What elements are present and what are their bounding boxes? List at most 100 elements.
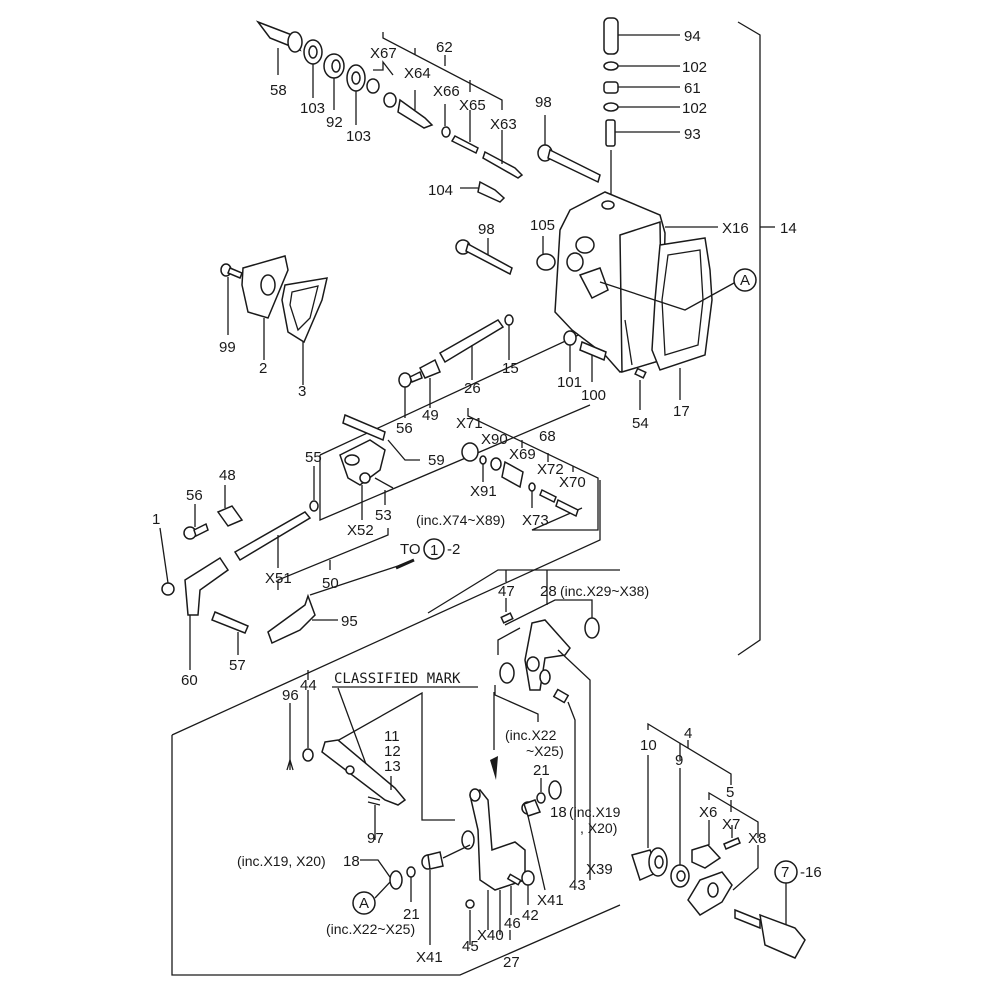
label-2: 2 (259, 360, 267, 377)
classified-mark-heading: CLASSIFIED MARK (334, 671, 461, 687)
part-59-spring (342, 413, 420, 461)
note-inc-x22-lower: (inc.X22~X25) (326, 921, 415, 937)
label-46: 46 (504, 915, 521, 932)
label-105: 105 (530, 217, 555, 234)
label-x6: X6 (699, 804, 717, 821)
part-53-pin (374, 477, 394, 505)
label-42: 42 (522, 907, 539, 924)
group-68-bracket (461, 408, 599, 531)
label-62: 62 (436, 39, 453, 56)
part-x41-bushing-upper (521, 799, 546, 891)
part-56-bolt-b (183, 504, 209, 540)
label-55: 55 (305, 449, 322, 466)
label-56: 56 (396, 420, 413, 437)
circle-a-label: A (740, 272, 750, 289)
label-x52: X52 (347, 522, 374, 539)
part-48-plate (216, 485, 244, 527)
group-4-bracket (647, 722, 759, 838)
label-53: 53 (375, 507, 392, 524)
part-103-washer-b (346, 64, 366, 125)
label-x7: X7 (722, 816, 740, 833)
label-100: 100 (581, 387, 606, 404)
assembly-bracket-14 (737, 21, 775, 656)
to-ref-circle (423, 538, 445, 560)
part-stack-94-93 (603, 17, 680, 195)
part-46-pin (506, 873, 522, 915)
part-x51-shaft (233, 511, 312, 568)
label-x66: X66 (433, 83, 460, 100)
part-15-oring (504, 314, 514, 360)
label-103: 103 (300, 100, 325, 117)
label-57: 57 (229, 657, 246, 674)
label-95: 95 (341, 613, 358, 630)
label-21: 21 (533, 762, 550, 779)
part-55-oring (309, 466, 319, 512)
label-99: 99 (219, 339, 236, 356)
part-103-washer-a (303, 39, 323, 98)
part-18-washer-b (389, 870, 403, 890)
part-x41-bushing-lower (421, 844, 471, 945)
label-61: 61 (684, 80, 701, 97)
label-48: 48 (219, 467, 236, 484)
label-56: 56 (186, 487, 203, 504)
part-98-bolt-b (455, 238, 513, 276)
label-x71: X71 (456, 415, 483, 432)
note-inc-x74-x89: (inc.X74~X89) (416, 512, 505, 528)
part-21-washer-b (406, 866, 416, 902)
ref-7-number: 7 (781, 864, 789, 881)
part-58-sleeve (255, 20, 303, 75)
label-x64: X64 (404, 65, 431, 82)
note-inc-x19-left: (inc.X19, X20) (237, 853, 326, 869)
part-27-lever (461, 788, 526, 940)
label-x41: X41 (416, 949, 443, 966)
label-11: 11 (384, 728, 400, 745)
part-x8-plate (687, 845, 759, 916)
note-inc-x19-right-a: (inc.X19 (569, 804, 621, 820)
label-x91: X91 (470, 483, 497, 500)
label-x51: X51 (265, 570, 292, 587)
label-68: 68 (539, 428, 556, 445)
label-45: 45 (462, 938, 479, 955)
part-95-link (267, 593, 338, 645)
label-x39: X39 (586, 861, 613, 878)
part-16-cable (734, 860, 806, 959)
part-105-cap (536, 236, 556, 271)
part-104-plug (460, 180, 506, 203)
labels: 58 103 92 103 X67 X64 62 X66 X65 X63 98 … (152, 28, 822, 971)
label-x73: X73 (522, 512, 549, 529)
part-56-bolt-a (398, 370, 423, 418)
label-x40: X40 (477, 927, 504, 944)
to-ref-number: 1 (430, 542, 438, 559)
group-28-bracket (494, 570, 600, 880)
part-x6-block (691, 820, 722, 869)
group-62-bracket (366, 32, 524, 179)
part-18-washer-a (548, 780, 562, 800)
label-96: 96 (282, 687, 299, 704)
part-54-pin (624, 319, 647, 410)
label-58: 58 (270, 82, 287, 99)
label-10: 10 (640, 737, 657, 754)
part-96-pin (286, 703, 294, 771)
label-44: 44 (300, 677, 317, 694)
label-15: 15 (502, 360, 519, 377)
part-17-gasket (651, 237, 713, 400)
label-x16: X16 (722, 220, 749, 237)
label-59: 59 (428, 452, 445, 469)
part-1-nut (159, 527, 175, 596)
label-x63: X63 (490, 116, 517, 133)
note-inc-x22-upper-a: (inc.X22 (505, 727, 557, 743)
part-21-washer-a (536, 778, 546, 804)
part-45-clip (465, 899, 475, 945)
label-102: 102 (682, 59, 707, 76)
label-103: 103 (346, 128, 371, 145)
part-92-nut (323, 53, 345, 110)
label-18: 18 (343, 853, 360, 870)
part-x52-lever (339, 439, 386, 520)
circle-a-top (599, 268, 757, 311)
label-47: 47 (498, 583, 515, 600)
label-94: 94 (684, 28, 701, 45)
note-inc-x22-upper-b: ~X25) (526, 743, 564, 759)
label-5: 5 (726, 784, 734, 801)
label-x90: X90 (481, 431, 508, 448)
